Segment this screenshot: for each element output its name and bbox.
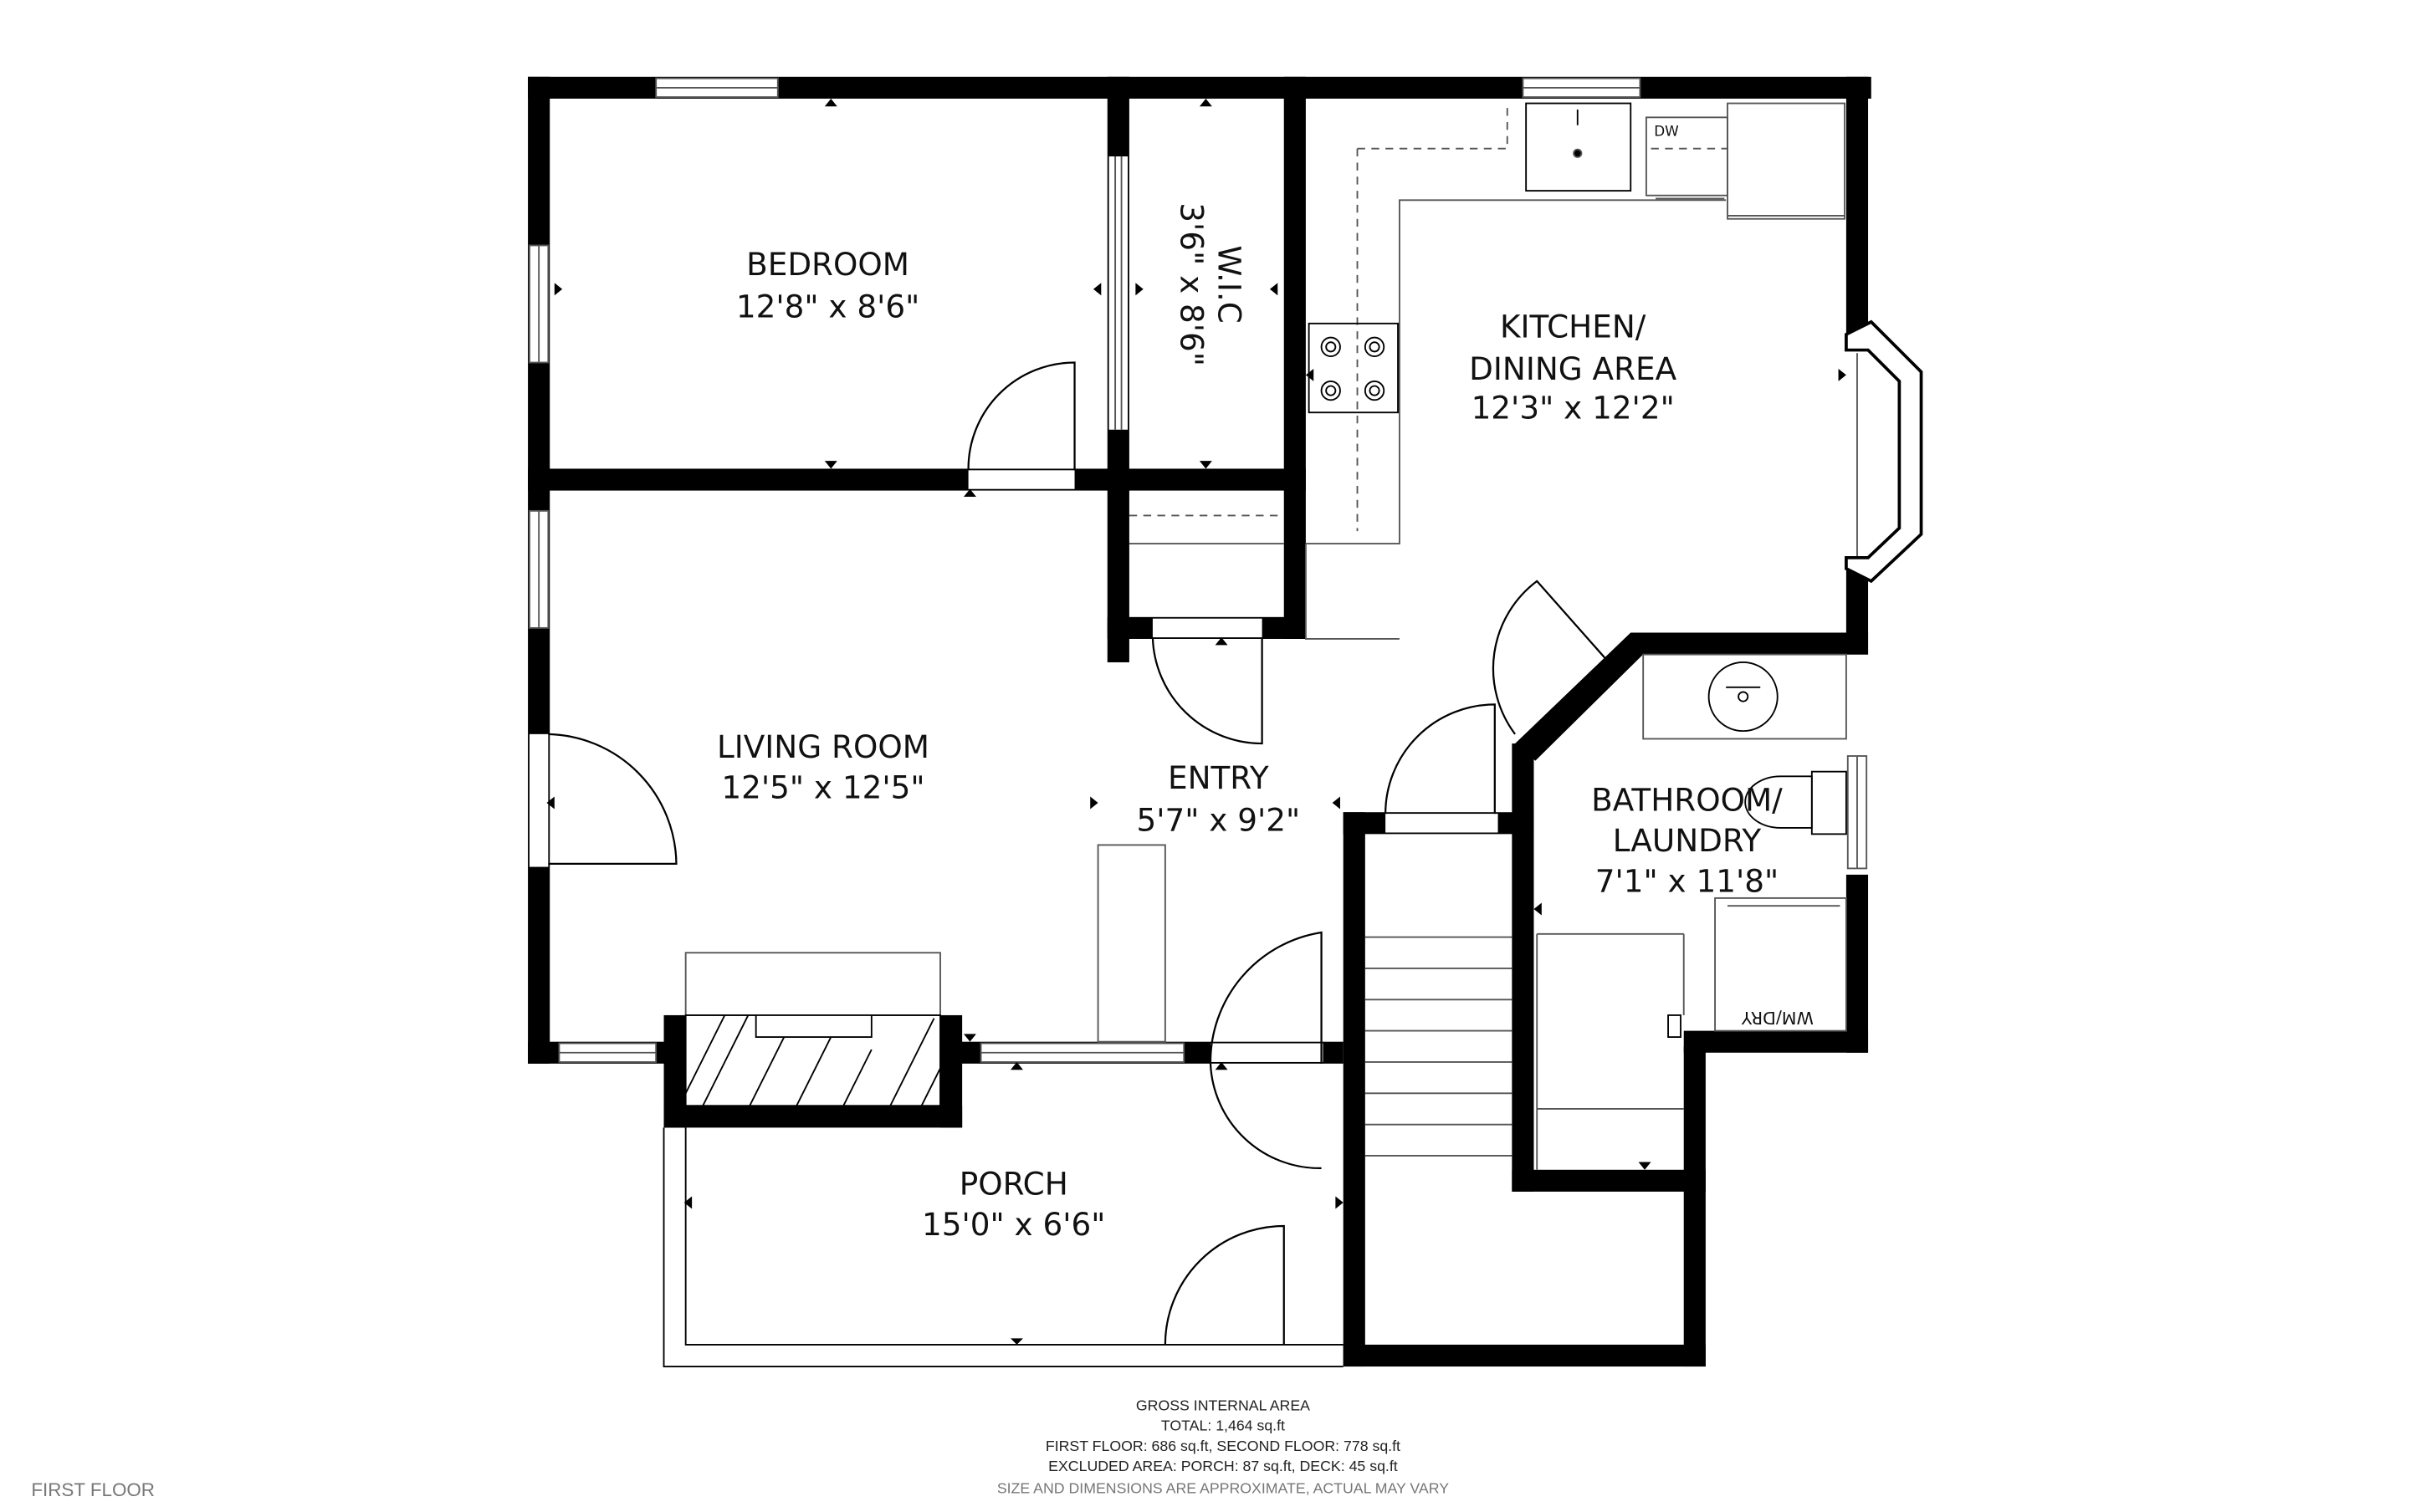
floor-name: FIRST FLOOR	[31, 1479, 155, 1500]
sink-bath	[1707, 662, 1779, 733]
toilet	[1744, 775, 1813, 829]
room-labels: BEDROOM 12'8" x 8'6" W.I.C 3'6" x 8'6" K…	[717, 202, 1783, 1243]
door-front	[1209, 931, 1323, 1064]
door-living-side	[548, 733, 678, 865]
entry-size: 5'7" x 9'2"	[1136, 802, 1300, 839]
area-floors: FIRST FLOOR: 686 sq.ft, SECOND FLOOR: 77…	[1046, 1438, 1400, 1454]
wall-right-lower	[1845, 874, 1869, 1053]
kitchen-size: 12'3" x 12'2"	[1472, 390, 1675, 427]
entry-name: ENTRY	[1168, 759, 1269, 796]
fridge	[1727, 102, 1845, 220]
kitchen-name-line2: DINING AREA	[1469, 350, 1676, 387]
stairs	[1364, 936, 1512, 1157]
area-total: TOTAL: 1,464 sq.ft	[1161, 1418, 1285, 1434]
dimension-markers	[546, 98, 1846, 1345]
openings	[529, 78, 1867, 1062]
bathroom-name-line2: LAUNDRY	[1613, 822, 1762, 859]
door-kitchen	[1492, 580, 1610, 735]
bedroom-size: 12'8" x 8'6"	[736, 288, 919, 324]
area-excluded: EXCLUDED AREA: PORCH: 87 sq.ft, DECK: 45…	[1048, 1458, 1398, 1474]
door-front-out	[1209, 1063, 1322, 1170]
bedroom-name: BEDROOM	[746, 246, 909, 283]
wall-bedroom-living	[528, 468, 1306, 491]
wall-kitchen-bath	[1630, 632, 1869, 655]
wall-right-upper	[1845, 76, 1869, 335]
wic-name: W.I.C	[1210, 245, 1247, 323]
door-closet	[1151, 637, 1263, 745]
area-title: GROSS INTERNAL AREA	[1136, 1397, 1310, 1413]
doors	[548, 361, 1610, 1345]
washer-dryer-label: WM/DRY	[1741, 1008, 1814, 1028]
living-name: LIVING ROOM	[717, 728, 929, 765]
wall-bath-left	[1512, 743, 1534, 1192]
wall-wic-kitchen	[1283, 76, 1306, 639]
wall-fireplace-bottom	[663, 1106, 963, 1128]
closet-shelf	[1129, 514, 1284, 545]
sink-kitchen	[1525, 102, 1632, 192]
area-disclaimer: SIZE AND DIMENSIONS ARE APPROXIMATE, ACT…	[997, 1479, 1449, 1496]
stove	[1308, 322, 1399, 414]
washer-dryer	[1714, 896, 1847, 1032]
door-stair	[1384, 703, 1496, 815]
door-bedroom	[967, 361, 1076, 471]
living-size: 12'5" x 12'5"	[721, 769, 924, 805]
bathroom-name-line1: BATHROOM/	[1591, 781, 1783, 818]
kitchen-counters	[1304, 102, 1845, 640]
bathroom-size: 7'1" x 11'8"	[1595, 862, 1779, 899]
area-summary: GROSS INTERNAL AREA TOTAL: 1,464 sq.ft F…	[997, 1397, 1449, 1496]
porch-outline	[663, 1127, 1344, 1367]
vanity	[1642, 653, 1847, 740]
porch-size: 15'0" x 6'6"	[922, 1206, 1105, 1243]
wall-stair-bottom	[1343, 1344, 1706, 1367]
wall-stair-left	[1343, 812, 1365, 1367]
windows	[529, 77, 1923, 1063]
wall-bottom-right	[1683, 1030, 1869, 1053]
dishwasher-label: DW	[1654, 123, 1679, 140]
bathroom-fixtures	[1536, 653, 1847, 1170]
fireplace	[684, 844, 1166, 1107]
porch-name: PORCH	[960, 1166, 1068, 1203]
door-porch	[1164, 1224, 1285, 1345]
wall-diagonal	[1515, 632, 1650, 761]
wall-stair-mid	[1512, 1169, 1706, 1192]
wall-stair-right	[1683, 1046, 1706, 1367]
kitchen-name-line1: KITCHEN/	[1500, 309, 1646, 345]
wic-size: 3'6" x 8'6"	[1174, 202, 1210, 366]
